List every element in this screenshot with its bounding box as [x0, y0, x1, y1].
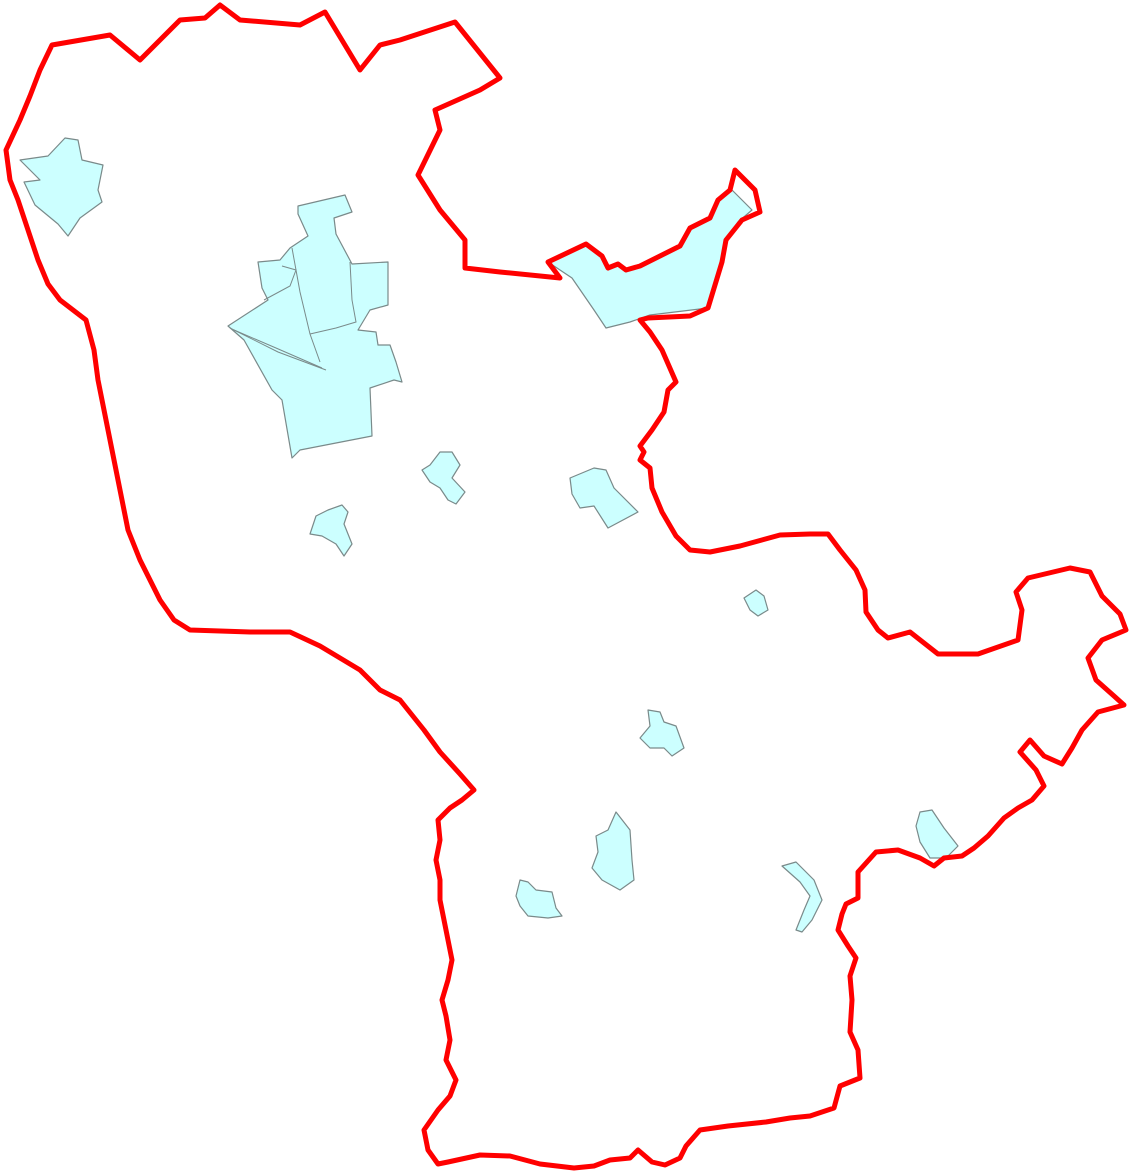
- settlement-south-central[interactable]: [639, 709, 685, 757]
- settlement-east-small[interactable]: [743, 589, 769, 617]
- settlement-southeast[interactable]: [915, 809, 959, 859]
- main-town-divisions: [229, 247, 357, 371]
- district-boundary: [3, 2, 1129, 1171]
- settlement-south-1[interactable]: [591, 811, 635, 891]
- settlement-northwest[interactable]: [19, 137, 104, 237]
- settlement-central[interactable]: [569, 467, 639, 529]
- settlement-crescent[interactable]: [781, 861, 823, 933]
- settlement-central-west[interactable]: [421, 451, 466, 505]
- settlement-west[interactable]: [309, 504, 353, 557]
- settlement-south-2[interactable]: [515, 879, 563, 919]
- settlement-main-town[interactable]: [227, 194, 403, 459]
